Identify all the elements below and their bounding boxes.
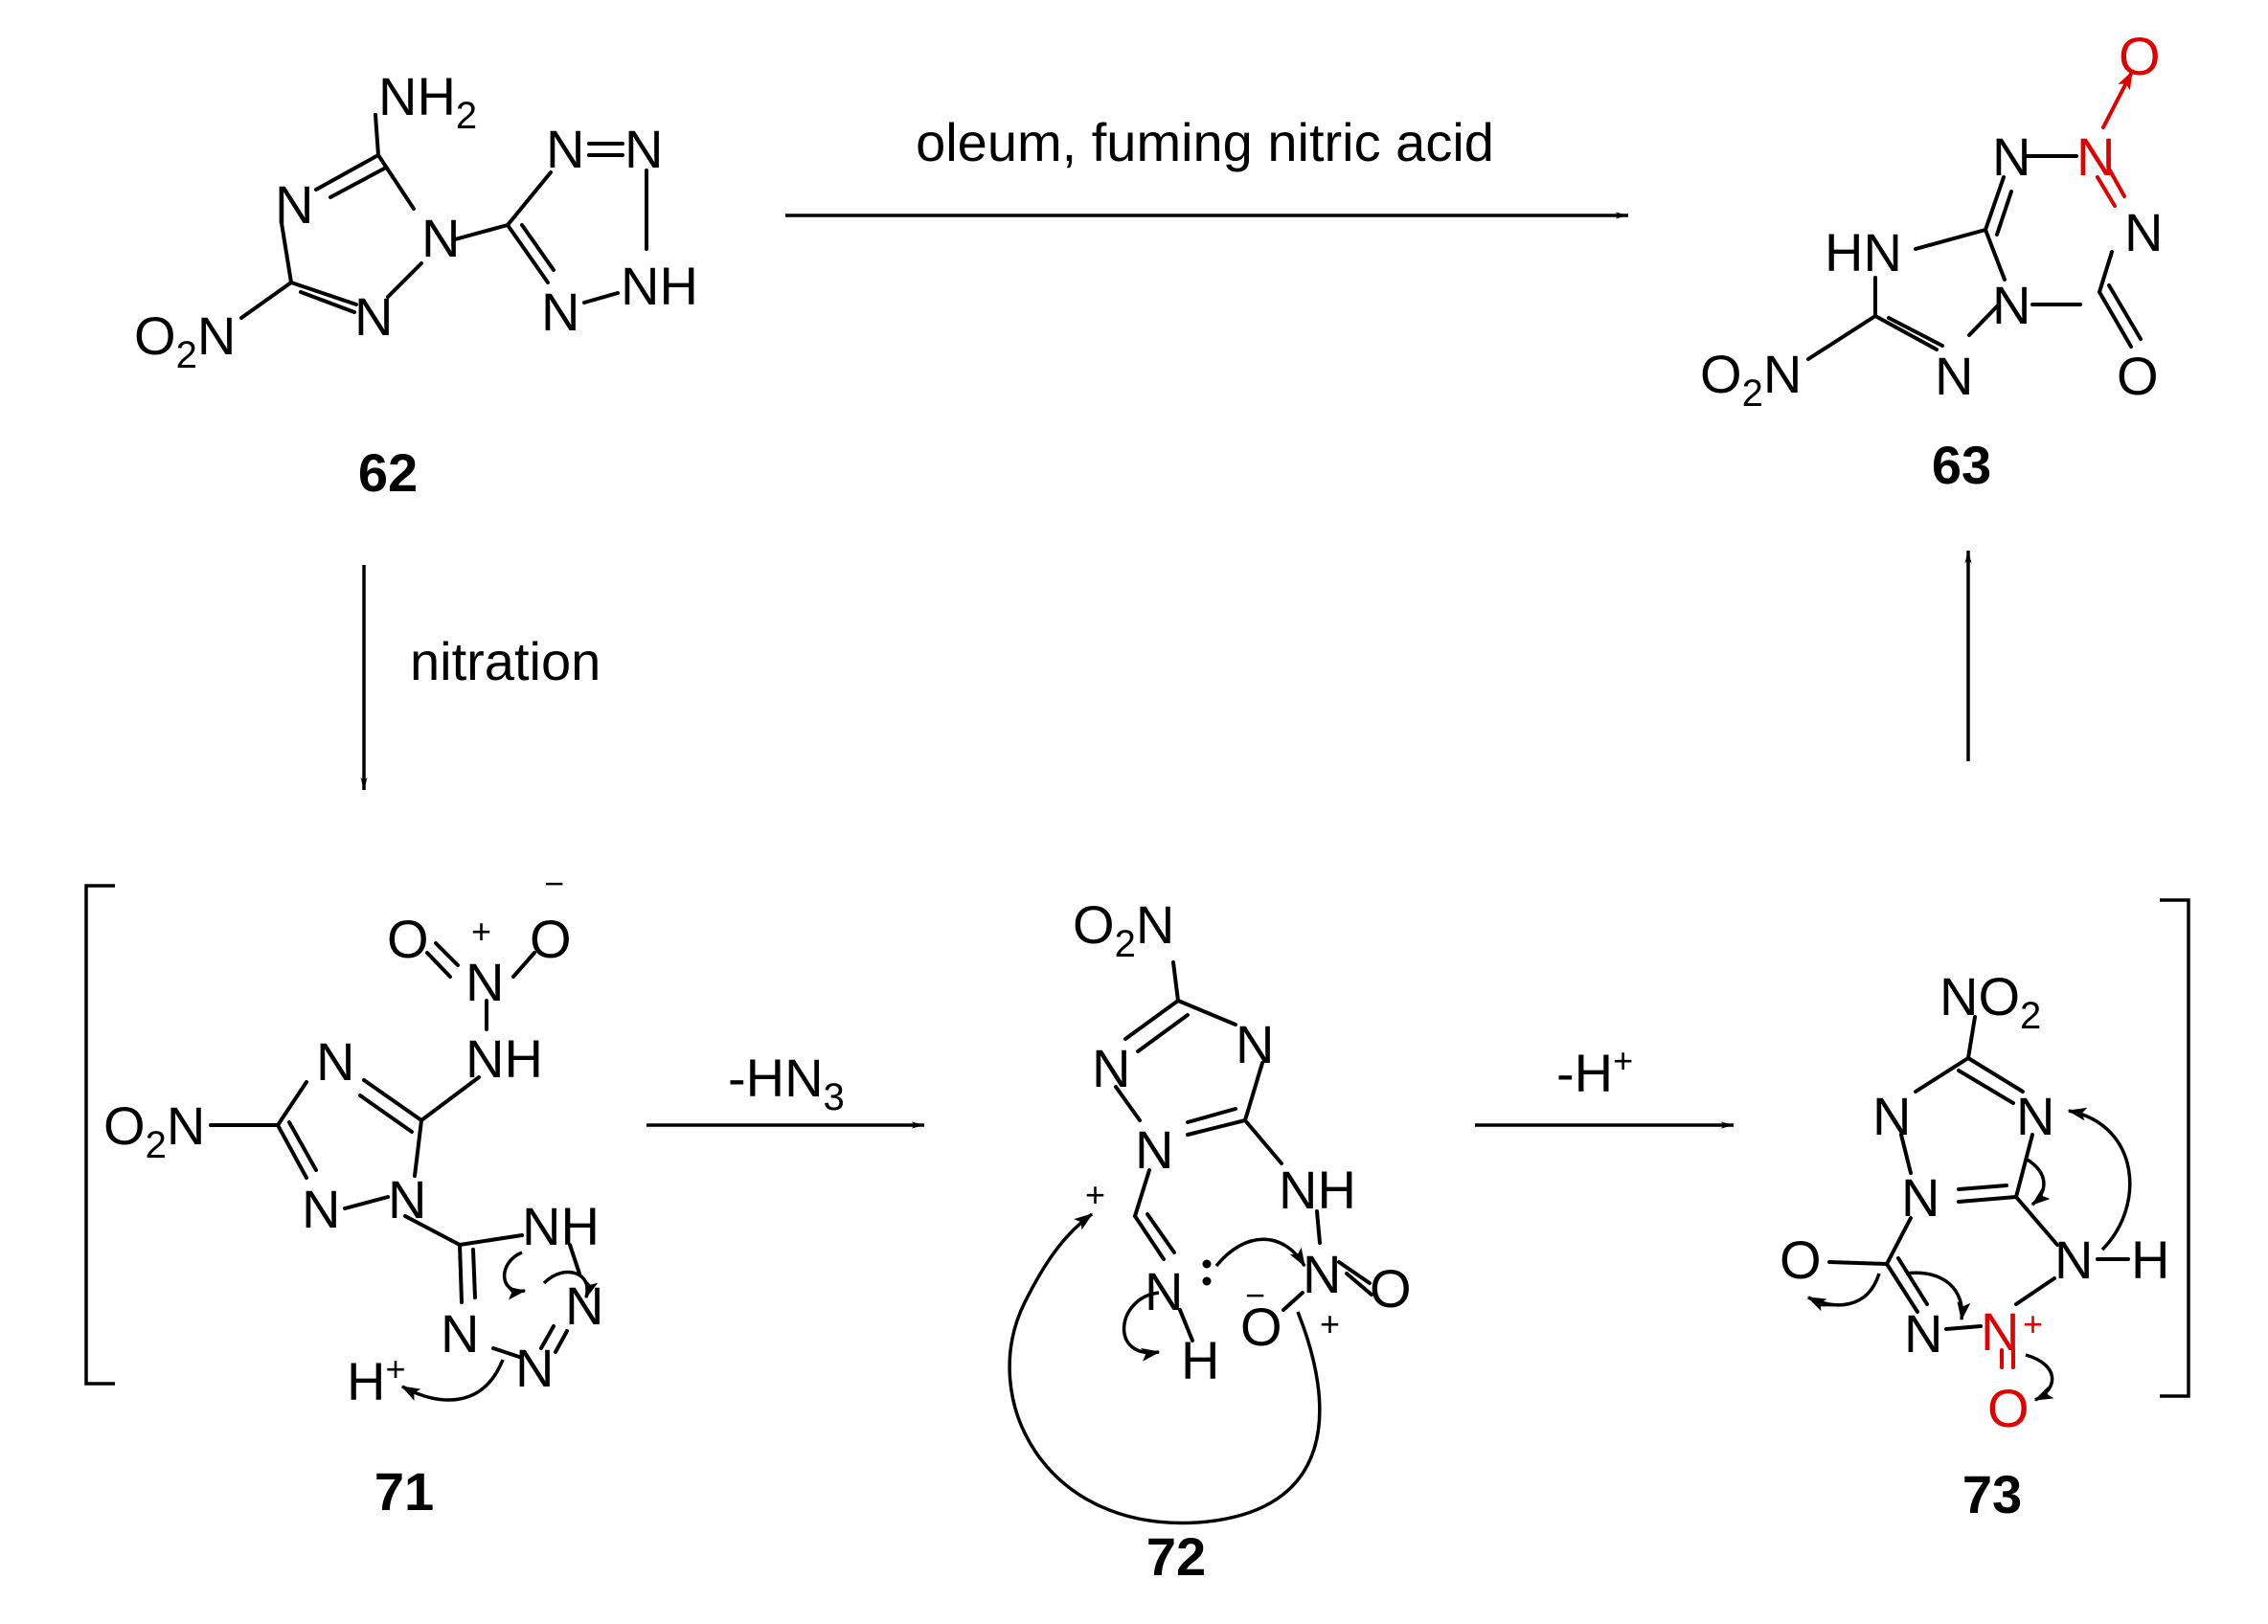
nitro-group: O2N <box>134 305 236 376</box>
compound-71-label: 71 <box>374 1461 434 1522</box>
atom-nh: NH <box>522 1196 600 1256</box>
amino-group: NH2 <box>378 66 477 137</box>
atom-n: N <box>1935 346 1973 406</box>
atom-h: H <box>1181 1330 1219 1390</box>
atom-n: N <box>541 282 579 342</box>
atom-n: N <box>316 1031 354 1092</box>
bracket-right <box>2160 898 2190 1398</box>
atom-n: N <box>1992 126 2030 187</box>
atom-n: N <box>1904 1303 1942 1364</box>
proton: H+ <box>347 1349 405 1411</box>
atom-n: N <box>1145 1261 1183 1321</box>
compound-72-structure: O2N N N N NH + N H N O O − + <box>1008 894 1412 1525</box>
nitro-nitrogen-highlighted: N <box>1981 1301 2019 1362</box>
atom-nh: NH <box>1279 1160 1356 1220</box>
atom-o: O <box>387 909 429 969</box>
atom-o: O <box>1780 1229 1822 1290</box>
atom-nh: NH <box>465 1028 543 1089</box>
nitro-oxygen-highlighted: O <box>1987 1378 2030 1438</box>
compound-63-label: 63 <box>1932 435 1991 495</box>
formal-charge-plus: + <box>1320 1304 1340 1343</box>
atom-n: N <box>515 1338 554 1398</box>
atom-n: N <box>421 208 460 268</box>
atom-n: N <box>1872 1086 1911 1146</box>
compound-71-structure: + − O O N NH N O2N N N NH N N N H+ <box>103 864 603 1411</box>
atom-n: N <box>1992 275 2030 335</box>
atom-n: N <box>354 286 393 347</box>
atom-n: N <box>2124 202 2163 262</box>
atom-n: N <box>275 174 313 235</box>
carbonyl-oxygen: O <box>2117 346 2159 406</box>
atom-n: N <box>2054 1229 2093 1290</box>
atom-o: O <box>1240 1297 1282 1357</box>
compound-72-label: 72 <box>1146 1526 1206 1587</box>
formal-charge-plus: + <box>1085 1175 1105 1214</box>
atom-n: N <box>546 119 584 179</box>
nitro-group: NO2 <box>1939 966 2041 1037</box>
nitro-group: O2N <box>103 1095 205 1166</box>
compound-73-label: 73 <box>1962 1464 2022 1524</box>
atom-nh: NH <box>621 256 698 316</box>
compound-62-structure: NH2 N N N O2N N N NH N <box>134 66 698 376</box>
atom-n: N <box>2016 1086 2054 1146</box>
atom-o: O <box>530 909 572 969</box>
n-oxide-oxygen: O <box>2119 26 2161 86</box>
atom-n: N <box>1303 1244 1341 1304</box>
atom-n: N <box>565 1275 603 1336</box>
conditions-right: -H+ <box>1556 1041 1633 1103</box>
formal-charge-plus: + <box>471 912 491 951</box>
formal-charge-minus: − <box>1245 1275 1265 1315</box>
conditions-left: nitration <box>410 631 601 691</box>
nitro-group: O2N <box>1700 344 1802 415</box>
atom-n: N <box>1901 1167 1939 1228</box>
formal-charge-minus: − <box>544 864 564 903</box>
compound-73-structure: NO2 N N N N H O − N N + O <box>1780 966 2169 1438</box>
atom-o: O <box>1370 1258 1412 1319</box>
atom-n: N <box>624 119 663 179</box>
atom-n: N <box>1092 1038 1130 1098</box>
conditions-top: oleum, fuming nitric acid <box>916 112 1494 172</box>
atom-n: N <box>465 952 504 1012</box>
atom-n: N <box>1135 1119 1173 1180</box>
atom-n: N <box>1236 1014 1274 1074</box>
atom-h: H <box>2131 1229 2169 1290</box>
atom-n: N <box>441 1303 479 1364</box>
conditions-middle: -HN3 <box>728 1048 845 1118</box>
atom-n: N <box>388 1169 426 1229</box>
compound-62-label: 62 <box>358 442 418 503</box>
atom-n: N <box>302 1179 340 1239</box>
nitro-group: O2N <box>1073 894 1174 965</box>
bracket-left <box>84 884 115 1386</box>
atom-hn: HN <box>1825 222 1902 282</box>
n-oxide-nitrogen: N <box>2076 126 2115 187</box>
formal-charge-plus: + <box>2023 1304 2043 1343</box>
compound-63-structure: O N N N HN N O N O2N <box>1700 26 2163 415</box>
